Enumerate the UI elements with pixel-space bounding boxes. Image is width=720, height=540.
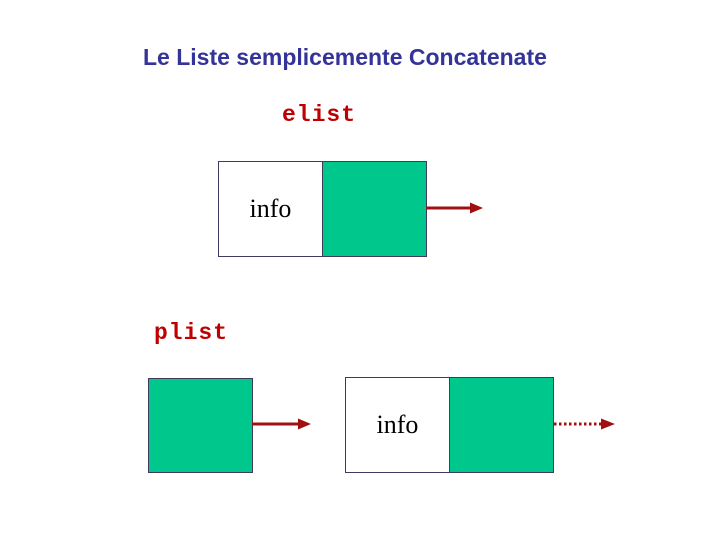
node-info-cell: info [346, 378, 450, 472]
pointer-arrow-elist [426, 201, 484, 215]
node-pointer-cell [323, 162, 426, 256]
node-info-cell: info [219, 162, 323, 256]
node-info-label: info [249, 194, 292, 223]
pointer-arrow-dotted-tail [554, 417, 616, 431]
pointer-arrow-plist [252, 417, 312, 431]
node-info-label: info [376, 410, 419, 439]
page-title: Le Liste semplicemente Concatenate [143, 44, 547, 70]
node-pointer-cell [450, 378, 553, 472]
variable-label-plist: plist [154, 320, 229, 346]
list-node-plist: info [345, 377, 554, 473]
variable-label-elist: elist [282, 102, 357, 128]
list-node-elist: info [218, 161, 427, 257]
pointer-variable-box-plist [148, 378, 253, 473]
